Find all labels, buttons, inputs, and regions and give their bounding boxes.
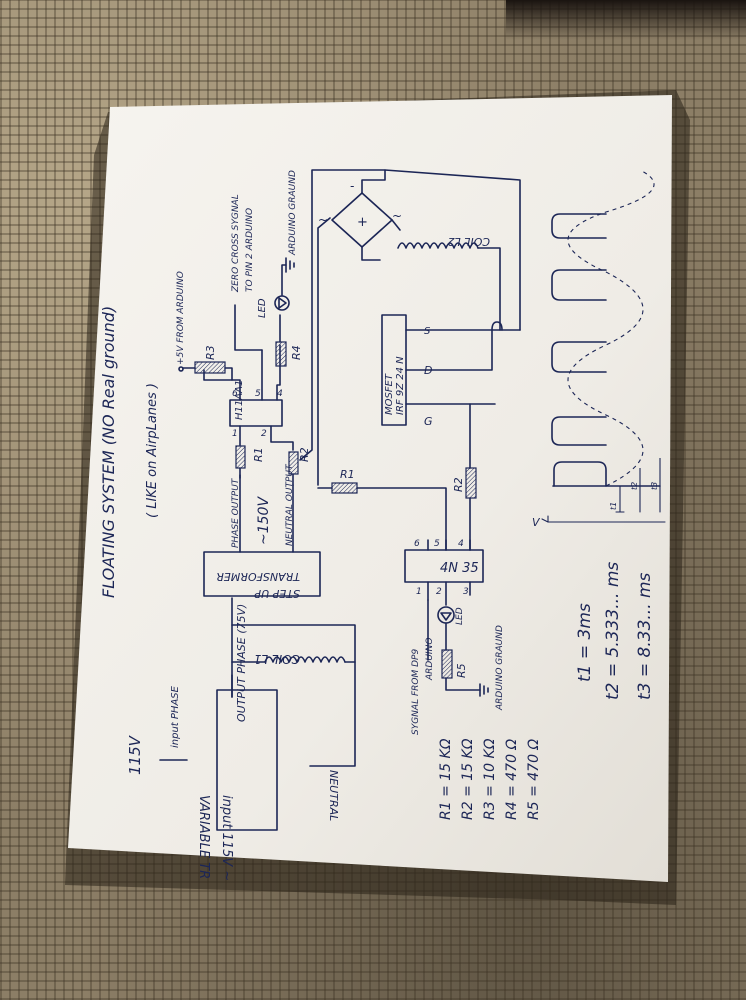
label-bridge-tilde-r: ~ [392,209,402,223]
resistor-value-r2: R2 = 15 KΩ [460,738,476,820]
label-opto: 4N 35 [440,561,479,576]
label-pin-s: S [424,326,431,337]
label-arduino-ground-top: ARDUINO GRAUND [288,170,298,256]
waveform-plot [541,169,666,523]
label-bridge-tilde-l: ~ [318,213,328,227]
label-plus5v: +5V FROM ARDUINO [176,271,186,365]
label-led-bottom: LED [455,607,465,625]
label-pin-h-5: 5 [255,389,261,399]
plus5v-terminal [178,366,184,372]
coil-l1 [231,656,356,663]
label-r1-top: R1 [252,447,265,462]
label-to-pin2: TO PIN 2 ARDUINO [245,208,255,292]
label-pin-opto-2: 2 [436,587,442,597]
resistor-value-r4: R4 = 470 Ω [504,739,520,820]
label-pin-opto-4: 4 [458,539,464,549]
label-coil-l1: COIL L1 [254,652,300,666]
label-pin-h-4: 4 [277,389,283,399]
neutral-loop-wire [231,624,356,767]
label-pin-h-6: 6 [232,389,238,399]
resistor-value-r1: R1 = 15 KΩ [438,738,454,820]
led-top [274,295,290,311]
step-up-transformer-box [203,551,321,597]
label-r2-top: R2 [298,447,311,462]
label-variable-tr: VARIABLE TR [196,795,211,879]
arduino-ground-top-symbol [285,257,295,273]
label-r5: R5 [455,663,468,678]
label-pin-opto-5: 5 [434,539,440,549]
label-pin-opto-3: 3 [463,587,469,597]
label-mosfet: MOSFET [384,373,395,415]
label-v-input: 115V [126,734,144,775]
label-bridge-plus: + [357,215,368,230]
label-t3-mark: t3 [650,482,659,490]
label-output-phase-75: OUTPUT PHASE (75V) [235,604,248,722]
label-mosfet-part: IRF 9Z 24 N [395,356,406,415]
coil-l2 [397,242,521,331]
label-pin-d: D [424,364,432,377]
label-t2-mark: t2 [630,482,639,490]
label-arduino: ARDUINO [425,638,435,681]
dark-corner-shadow [506,0,746,40]
label-h11aa1: H11AA1 [234,380,245,420]
label-t1-mark: t1 [609,502,618,510]
resistor-value-r3: R3 = 10 KΩ [482,738,498,820]
timing-t3: t3 = 8.33... ms [635,572,655,700]
label-pin-opto-1: 1 [416,587,422,597]
resistor-value-r5: R5 = 470 Ω [526,739,542,820]
timing-t1: t1 = 3ms [575,603,595,682]
timing-t2: t2 = 5.333... ms [603,562,623,700]
label-bridge-minus: - [350,179,354,193]
resistor-r4 [275,341,287,367]
title-line1: FLOATING SYSTEM (NO Real ground) [99,306,118,598]
variable-tr-box [216,689,278,831]
label-r4: R4 [290,345,303,360]
label-zero-cross: ZERO CROSS SYGNAL [231,194,241,293]
resistor-r5 [441,649,453,679]
arduino-ground-bottom-symbol [479,683,489,697]
label-transformer: TRANSFORMER [216,570,300,583]
resistor-r1-top [235,445,246,469]
label-pin-h-2: 2 [261,429,267,439]
label-r1-mid: R1 [340,468,355,481]
label-pin-g: G [424,415,433,428]
label-input-phase: input PHASE [170,685,181,748]
resistor-r2-mid [465,467,477,499]
label-coil-l2: COIL L2 [448,235,490,248]
label-led-top: LED [257,298,268,318]
resistor-r3 [194,361,226,374]
label-pin-opto-6: 6 [414,539,420,549]
label-neutral-output: NEUTRAL OUTPUT [285,463,295,546]
label-r3: R3 [204,345,217,360]
label-v-axis: V [532,516,541,529]
label-150v: ~150V [256,496,272,545]
label-pin-h-1: 1 [232,429,238,439]
label-phase-output: PHASE OUTPUT [231,477,241,548]
title-line2: ( LIKE on AirpLanes ) [145,383,160,518]
label-neutral-bottom: NEUTRAL [327,770,340,821]
variable-transformer [159,624,356,831]
label-arduino-ground-bottom: ARDUINO GRAUND [495,625,505,711]
label-sygnal-from: SYGNAL FROM DP9 [411,649,421,735]
resistor-r1-mid [331,482,358,494]
label-r2-mid: R2 [452,477,465,492]
h11aa1-chip [229,399,283,427]
label-step-up: STEP UP [254,587,300,600]
label-variable-input: input 115V ~ [219,795,234,881]
opto-4n35-chip [404,549,484,583]
